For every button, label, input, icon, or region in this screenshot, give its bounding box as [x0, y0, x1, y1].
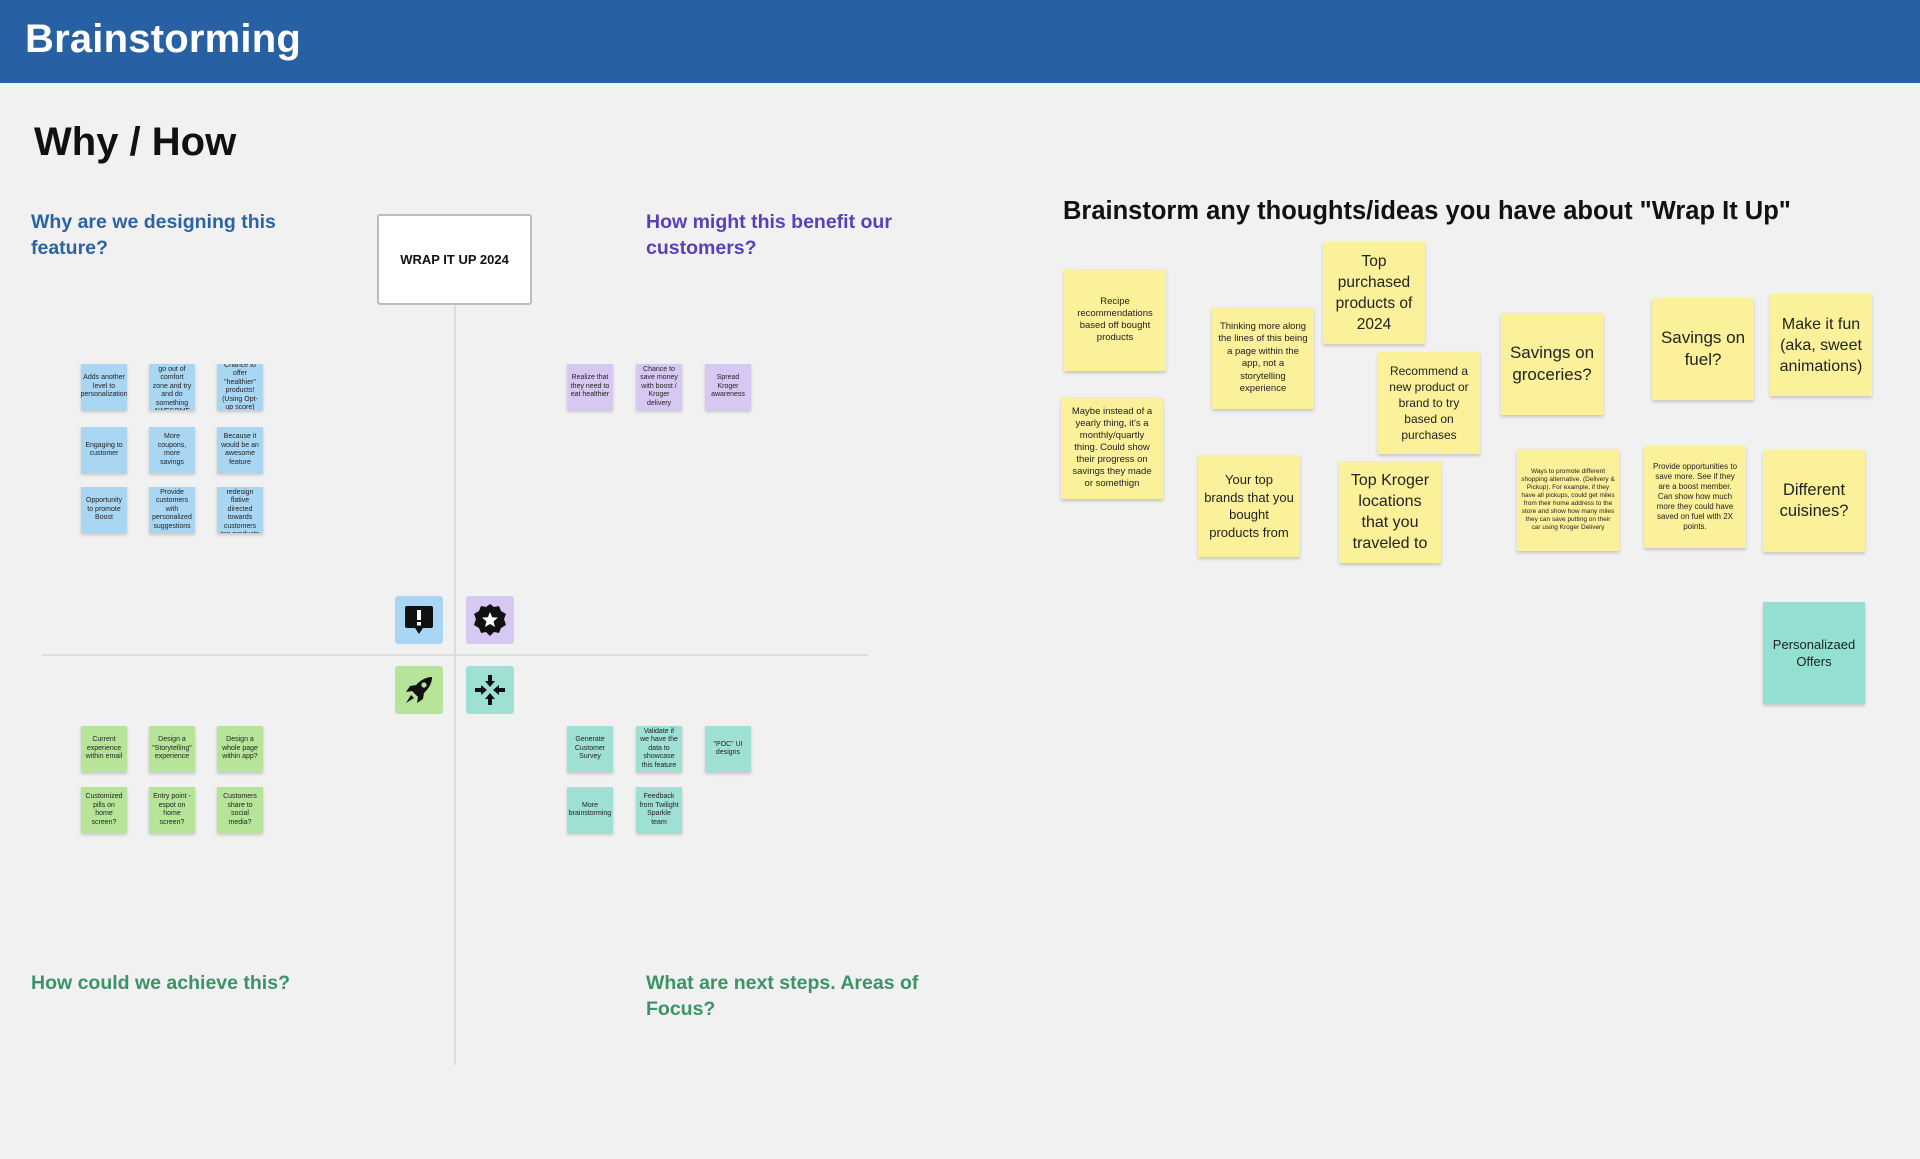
arrows-inward-icon[interactable] [466, 666, 514, 714]
sticky-note[interactable]: Entry point - espot on home screen? [149, 787, 195, 833]
sticky-note[interactable]: Opportunity to promote Boost [81, 487, 127, 533]
sticky-note[interactable]: Top purchased products of 2024 [1323, 242, 1425, 344]
sticky-note[interactable]: Recommend a new product or brand to try … [1378, 352, 1480, 454]
sticky-note[interactable]: Maybe instead of a yearly thing, it's a … [1061, 397, 1163, 499]
sticky-note[interactable]: Chance to redesign flative directed towa… [217, 487, 263, 533]
sticky-note[interactable]: Different cuisines? [1763, 450, 1865, 552]
question-benefit: How might this benefit our customers? [646, 211, 892, 259]
top-bar: Brainstorming [0, 0, 1920, 83]
sticky-note[interactable]: Savings on fuel? [1652, 298, 1754, 400]
sticky-note[interactable]: Chance to save money with boost / Kroger… [636, 364, 682, 410]
sticky-note[interactable]: Make it fun (aka, sweet animations) [1770, 294, 1872, 396]
sticky-note[interactable]: Spread Kroger awareness [705, 364, 751, 410]
sticky-note[interactable]: Validate if we have the data to showcase… [636, 726, 682, 772]
sticky-note[interactable]: Recipe recommendations based off bought … [1064, 269, 1166, 371]
horizontal-axis [42, 654, 868, 656]
board-title: Brainstorming [25, 17, 301, 61]
star-badge-icon[interactable] [466, 596, 514, 644]
question-achieve: How could we achieve this? [31, 972, 290, 994]
rocket-icon[interactable] [395, 666, 443, 714]
exclamation-icon[interactable] [395, 596, 443, 644]
sticky-note[interactable]: "POC" UI designs [705, 726, 751, 772]
sticky-note[interactable]: Current experience within email [81, 726, 127, 772]
sticky-note[interactable]: Realize that they need to eat healthier [567, 364, 613, 410]
sticky-note[interactable]: Adds another level to personalization [81, 364, 127, 410]
sticky-note[interactable]: Personalizaed Offers [1763, 602, 1865, 704]
sticky-note[interactable]: Generate Customer Survey [567, 726, 613, 772]
sticky-note[interactable]: Engaging to customer [81, 427, 127, 473]
sticky-note[interactable]: Provide customers with personalized sugg… [149, 487, 195, 533]
sticky-note[interactable]: Allows us to go out of comfort zone and … [149, 364, 195, 410]
sticky-note[interactable]: Design a whole page within app? [217, 726, 263, 772]
sticky-note[interactable]: More coupons, more savings [149, 427, 195, 473]
question-next: What are next steps. Areas of Focus? [646, 972, 919, 1020]
sticky-note[interactable]: Provide opportunities to save more. See … [1644, 446, 1746, 548]
sticky-note[interactable]: More brainstorming [567, 787, 613, 833]
frame-title: Why / How [34, 120, 237, 164]
sticky-note[interactable]: Design a "Storytelling" experience [149, 726, 195, 772]
sticky-note[interactable]: Savings on groceries? [1501, 313, 1603, 415]
sticky-note[interactable]: Feedback from Twilight Sparkle team [636, 787, 682, 833]
center-card[interactable]: WRAP IT UP 2024 [377, 214, 532, 305]
sticky-note[interactable]: Thinking more along the lines of this be… [1212, 307, 1314, 409]
sticky-note[interactable]: Because it would be an awesome feature [217, 427, 263, 473]
sticky-note[interactable]: Top Kroger locations that you traveled t… [1339, 461, 1441, 563]
vertical-axis [454, 305, 456, 1065]
sticky-note[interactable]: Chance to offer "healthier" products! (U… [217, 364, 263, 410]
sticky-note[interactable]: Customers share to social media? [217, 787, 263, 833]
sticky-note[interactable]: Ways to promote different shopping alter… [1517, 449, 1619, 551]
sticky-note[interactable]: Customized pills on home screen? [81, 787, 127, 833]
brainstorm-title: Brainstorm any thoughts/ideas you have a… [1063, 197, 1791, 225]
question-why: Why are we designing this feature? [31, 211, 276, 259]
sticky-note[interactable]: Your top brands that you bought products… [1198, 455, 1300, 557]
